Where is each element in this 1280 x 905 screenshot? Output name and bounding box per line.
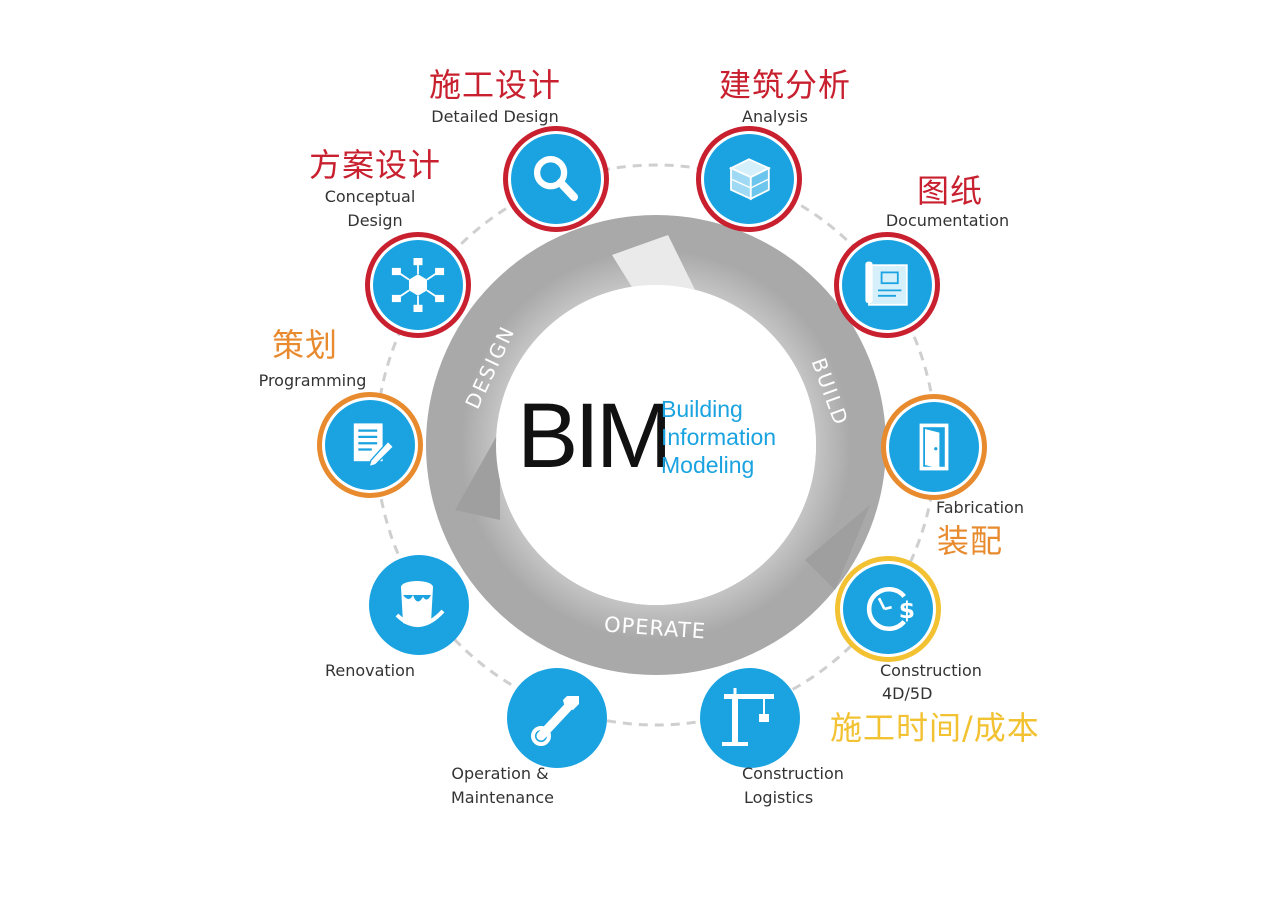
fabrication-en: Fabrication (936, 498, 1024, 517)
conceptual-design-en-2: Design (347, 211, 403, 230)
construction-4d5d-cn: 施工时间/成本 (830, 709, 1040, 747)
renovation-node[interactable] (369, 555, 469, 655)
documentation-en: Documentation (885, 211, 1010, 230)
crane-icon (722, 688, 774, 746)
svg-text:$: $ (899, 596, 915, 624)
programming-cn: 策划 (271, 326, 338, 364)
blueprint-icon (865, 261, 908, 306)
operation-maintenance-en-1: Operation & (451, 764, 549, 783)
renovation-en: Renovation (324, 661, 416, 680)
operation-maintenance-en-2: Maintenance (450, 788, 555, 807)
detailed-design-en: Detailed Design (431, 107, 559, 126)
bim-logo-line-3: Modeling (661, 452, 755, 478)
documentation-cn: 图纸 (916, 172, 983, 210)
conceptual-design-cn: 方案设计 (308, 146, 441, 184)
analysis-node[interactable] (696, 126, 802, 232)
arrow-notch-left (455, 430, 500, 520)
construction-4d5d-node[interactable]: $ (835, 556, 941, 662)
cube-icon (728, 158, 771, 201)
documentation-node[interactable] (834, 232, 940, 338)
conceptual-design-node[interactable] (365, 232, 471, 338)
wrench-icon (531, 696, 579, 746)
construction-logistics-en-2: Logistics (744, 788, 814, 807)
door-icon (919, 423, 949, 471)
analysis-cn: 建筑分析 (718, 66, 851, 104)
fabrication-cn: 装配 (936, 522, 1003, 560)
fabrication-node[interactable] (881, 394, 987, 500)
programming-en: Programming (258, 371, 367, 390)
construction-logistics-node[interactable] (700, 668, 800, 768)
programming-node[interactable] (317, 392, 423, 498)
bim-logo-line-2: Information (661, 424, 777, 450)
construction-logistics-en-1: Construction (742, 764, 844, 783)
detailed-design-node[interactable] (503, 126, 609, 232)
detailed-design-cn: 施工设计 (428, 66, 561, 104)
magnifier-icon (533, 156, 579, 202)
construction-4d5d-en-2: 4D/5D (882, 684, 933, 703)
analysis-en: Analysis (742, 107, 808, 126)
conceptual-design-en-1: Conceptual (324, 187, 416, 206)
operation-maintenance-node[interactable] (507, 668, 607, 768)
paint-bucket-icon (395, 581, 445, 627)
bim-logo-line-1: Building (661, 396, 743, 422)
bim-logo: BIM Building Information Modeling (515, 385, 805, 490)
construction-4d5d-en-1: Construction (880, 661, 982, 680)
network-icon (391, 258, 445, 312)
center-disk (496, 285, 816, 605)
document-pen-icon (353, 423, 395, 468)
bim-logo-letters: BIM (517, 385, 673, 487)
clock-dollar-icon: $ (866, 586, 915, 632)
arrow-notch-right (805, 505, 870, 590)
arrow-notch-top (612, 235, 700, 300)
